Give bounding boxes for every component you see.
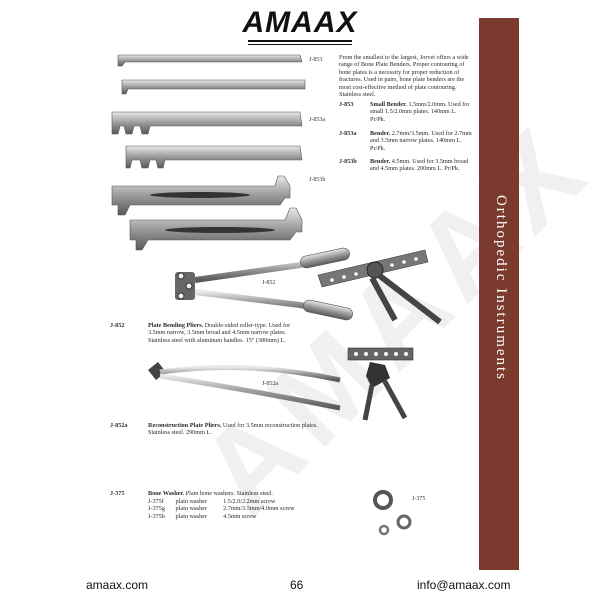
bender-title: Bender. (370, 130, 391, 137)
label-j375: J-375 (412, 496, 426, 502)
side-tab: Orthopedic Instruments (479, 18, 519, 570)
page-number: 66 (290, 578, 304, 592)
washer-row: J-375h plain washer 4.5mm screw (148, 513, 328, 520)
washer-table: J-375f plain washer 1.5/2.0/2.2mm screw … (148, 498, 328, 520)
washer-detail: Plain bone washers. Stainless steel. (185, 490, 273, 497)
bender-detail: 4.5mm. Used for 3.5mm broad and 4.5mm pl… (370, 158, 469, 173)
bender-desc: Bender. 4.5mm. Used for 3.5mm broad and … (370, 158, 472, 173)
washer-j375-image (373, 490, 412, 536)
label-j852a: J-852a (262, 381, 278, 387)
pliers-title: Plate Bending Pliers. (148, 322, 204, 329)
washer-row-size: 2.7mm/3.5mm/4.0mm screw (223, 505, 295, 513)
washer-row-code: J-375h (148, 512, 165, 520)
recon-title: Reconstruction Plate Pliers. (148, 422, 222, 429)
bender-desc: Bender. 2.7mm/3.5mm. Used for 2.7mm and … (370, 130, 472, 152)
washer-row-size: 4.5mm screw (223, 512, 257, 520)
washer-row-code: J-375f (148, 498, 164, 505)
washer-row: J-375f plain washer 1.5/2.0/2.2mm screw (148, 498, 328, 505)
logo-underline-thin (248, 44, 352, 45)
footer-website[interactable]: amaax.com (86, 578, 149, 592)
pliers-j852-image (175, 247, 442, 325)
label-j853a: J-853a (309, 117, 325, 123)
pliers-j852a-image (148, 347, 414, 421)
pliers-code: J-852 (110, 322, 125, 329)
washer-row-size: 1.5/2.0/2.2mm screw (223, 498, 276, 505)
bender-j853b-image (111, 175, 303, 251)
pliers-detail: Double-sided roller-type. Used for 3.5mm… (148, 322, 291, 344)
logo-underline (248, 40, 352, 42)
washer-row: J-375g plain washer 2.7mm/3.5mm/4.0mm sc… (148, 505, 328, 512)
bender-desc: Small Bender. 1.5mm/2.0mm. Used for smal… (370, 101, 472, 123)
recon-detail: Used for 3.5mm reconstruction plates. St… (148, 422, 318, 437)
label-j853b: J-853b (309, 177, 326, 183)
brand-logo: AMAAX (0, 6, 600, 40)
bender-detail: 1.5mm/2.0mm. Used for small 1.5/2.0mm pl… (370, 101, 470, 123)
intro-text: From the smallest to the largest, Jorvet… (339, 54, 469, 99)
pliers-desc: Plate Bending Pliers. Double-sided rolle… (148, 322, 308, 344)
washer-row-type: plain washer (175, 498, 207, 505)
bender-detail: 2.7mm/3.5mm. Used for 2.7mm and 3.5mm na… (370, 130, 472, 152)
bender-title: Small Bender. (370, 101, 407, 108)
washer-row-code: J-375g (148, 505, 165, 513)
label-j853: J-853 (309, 57, 323, 63)
washer-row-type: plain washer (175, 505, 207, 513)
washer-row-type: plain washer (175, 512, 207, 520)
bender-code: J-853b (339, 158, 357, 165)
recon-desc: Reconstruction Plate Pliers. Used for 3.… (148, 422, 328, 437)
recon-code: J-852a (110, 422, 128, 429)
logo-text: AMAAX (242, 6, 358, 39)
washer-code: J-375 (110, 490, 125, 497)
bender-code: J-853 (339, 101, 354, 108)
washer-desc: Bone Washer. Plain bone washers. Stainle… (148, 490, 328, 497)
bender-code: J-853a (339, 130, 357, 137)
label-j852: J-852 (262, 280, 276, 286)
bender-j853-image (117, 54, 306, 95)
bender-title: Bender. (370, 158, 391, 165)
footer-email[interactable]: info@amaax.com (417, 578, 511, 592)
washer-title: Bone Washer. (148, 490, 185, 497)
bender-j853a-image (111, 111, 303, 169)
